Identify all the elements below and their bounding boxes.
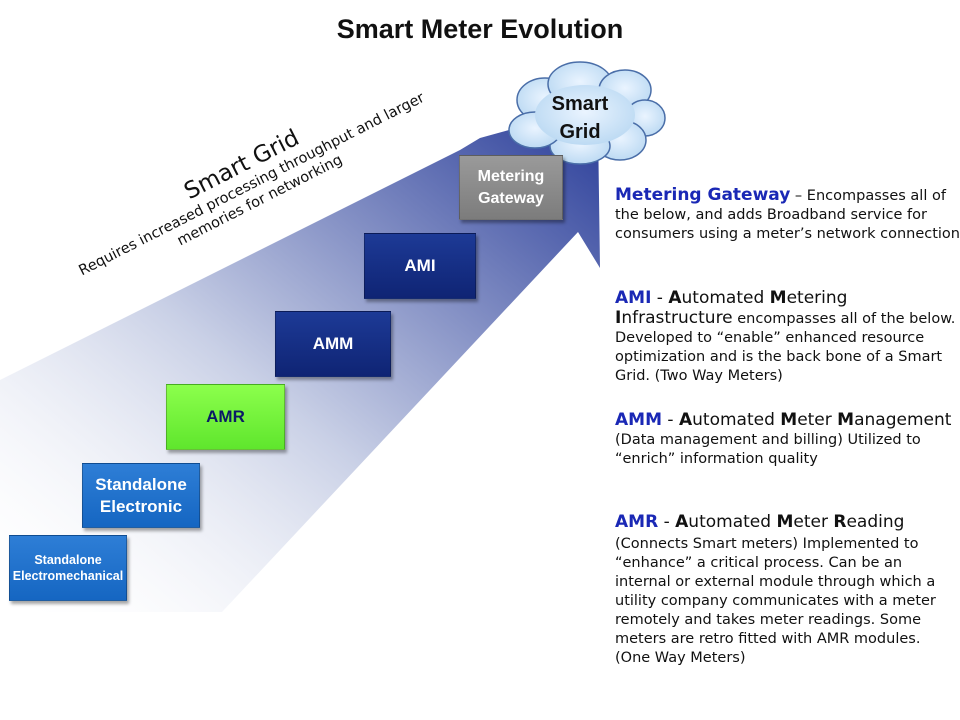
desc-word: utomated [688, 512, 777, 532]
cloud-label-line2: Grid [559, 121, 601, 143]
desc-text: (Data management and billing) Utilized t… [615, 432, 921, 467]
desc-initial: A [678, 410, 693, 430]
desc-initial: A [675, 512, 689, 532]
desc-initial: I [615, 308, 622, 328]
desc-sep: - [662, 410, 679, 430]
step-line1: AMM [312, 334, 354, 353]
desc-sep: - [658, 512, 676, 532]
step-amm: AMM [275, 311, 391, 377]
step-line2: Gateway [478, 189, 544, 207]
step-line2: Electromechanical [12, 569, 124, 583]
desc-amm: AMM - Automated Meter Management (Data m… [615, 411, 960, 469]
step-line1: AMI [404, 256, 436, 275]
desc-initial: M [769, 288, 787, 308]
desc-initial: A [668, 288, 682, 308]
desc-amr: AMR - Automated Meter Reading (Connects … [615, 513, 960, 668]
desc-initial: M [776, 512, 794, 532]
desc-word: utomated [681, 288, 770, 308]
desc-acronym: AMI [615, 288, 652, 308]
desc-heading: Metering Gateway [615, 185, 791, 205]
desc-word: eter [797, 410, 838, 430]
desc-acronym: AMM [615, 410, 662, 430]
desc-initial: M [837, 410, 855, 430]
desc-sep: - [651, 288, 669, 308]
desc-word: eading [846, 512, 905, 532]
step-ami: AMI [364, 233, 476, 299]
desc-word: eter [793, 512, 834, 532]
cloud-shape [508, 61, 666, 165]
step-line2: Electronic [99, 496, 183, 516]
cloud-label: Smart Grid [525, 90, 635, 146]
desc-metering-gateway: Metering Gateway – Encompasses all of th… [615, 186, 960, 244]
page-title: Smart Meter Evolution [336, 14, 624, 44]
cloud-label-line1: Smart [551, 93, 609, 115]
step-amr: AMR [166, 384, 285, 450]
desc-word: utomated [692, 410, 781, 430]
desc-initial: R [833, 512, 847, 532]
desc-text: – Encompasses all of the below, and adds… [615, 188, 960, 242]
desc-text: (Connects Smart meters) Implemented to “… [615, 536, 936, 666]
step-line1: Standalone [95, 474, 187, 494]
desc-initial: M [780, 410, 798, 430]
desc-ami: AMI - Automated Metering Infrastructure … [615, 289, 960, 386]
desc-acronym: AMR [615, 512, 659, 532]
desc-text: encompasses all of the below. Developed … [615, 311, 956, 384]
desc-word: anagement [854, 410, 952, 430]
step-line1: AMR [206, 407, 245, 426]
step-line1: Standalone [34, 553, 102, 567]
desc-word: nfrastructure [621, 308, 733, 328]
step-line1: Metering [477, 167, 545, 185]
desc-word: etering [786, 288, 848, 308]
